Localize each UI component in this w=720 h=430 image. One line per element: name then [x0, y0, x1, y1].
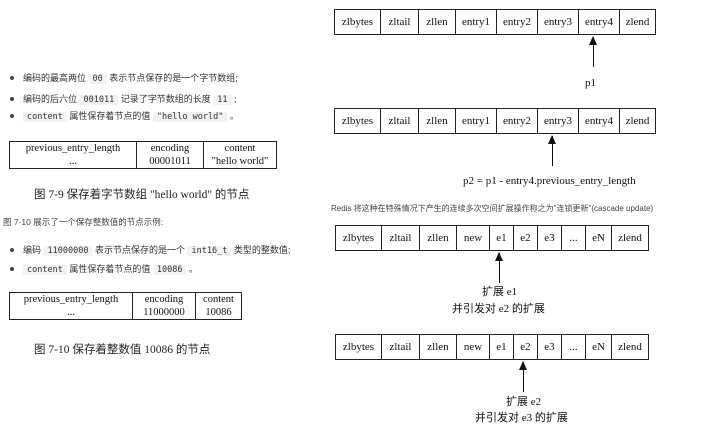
ziplist-cell: ...: [562, 335, 586, 359]
ziplist-cell: eN: [586, 226, 612, 250]
table-cell: 10086: [195, 306, 242, 320]
ziplist-cell: zlend: [618, 232, 642, 244]
pointer-label: 扩展 e2: [506, 396, 542, 408]
bullet-text: 。: [186, 264, 198, 274]
ziplist-cell: zllen: [419, 109, 456, 133]
ziplist-cell: e1: [490, 335, 514, 359]
table-cell: content: [203, 141, 277, 155]
bullet-text: 编码的最高两位: [23, 73, 89, 83]
bullet-dot: [10, 96, 14, 101]
bullet-text: 属性保存着节点的值: [66, 264, 153, 274]
code-span: "hello world": [152, 112, 228, 122]
ziplist-cell: e3: [538, 226, 562, 250]
pointer-label: p1: [585, 77, 596, 89]
ziplist-cell: zlend: [625, 16, 650, 28]
code-span: content: [23, 265, 67, 275]
ziplist-cell: entry4: [579, 10, 620, 34]
ziplist-cell: zllen: [419, 10, 456, 34]
code-span: 11000000: [43, 246, 93, 256]
ziplist-cell: entry2: [497, 10, 538, 34]
table-cell: previous_entry_length: [9, 292, 133, 306]
bullet-text: 记录了字节数组的长度: [118, 94, 214, 104]
pointer-arrow: [548, 135, 556, 166]
pointer-arrow: [589, 36, 597, 67]
table-cell: "hello world": [203, 155, 277, 169]
bullet-text: 表示节点保存的是一个: [92, 245, 188, 255]
pointer-label: 扩展 e1: [482, 286, 518, 298]
ziplist-cell: zlbytes: [335, 109, 381, 133]
code-span: 11: [213, 95, 232, 105]
code-span: 001011: [79, 95, 119, 105]
pointer-label: 并引发对 e2 的扩展: [452, 303, 545, 315]
code-span: int16_t: [187, 246, 232, 256]
ziplist-cell: zllen: [420, 335, 457, 359]
ziplist-cell: ...: [562, 226, 586, 250]
ziplist-cell: entry3: [538, 10, 579, 34]
ziplist-cell: entry2: [497, 109, 538, 133]
code-span: content: [23, 112, 67, 122]
bullet-dot: [10, 113, 14, 118]
table-cell: 00001011: [136, 155, 204, 169]
pointer-arrow: [495, 252, 503, 283]
code-span: 00: [88, 74, 107, 84]
table-cell: encoding: [132, 292, 196, 306]
table-cell: previous_entry_length: [9, 141, 137, 155]
bullet-text: 类型的整数值;: [231, 245, 291, 255]
entry-table-integer: previous_entry_length encoding content .…: [9, 292, 242, 320]
intro-text: 图 7-10 展示了一个保存整数值的节点示例:: [3, 217, 164, 227]
ziplist-cell: zltail: [381, 109, 419, 133]
ziplist-cell: new: [457, 335, 490, 359]
ziplist-cell: zlbytes: [336, 226, 382, 250]
bullet-item: 编码的最高两位 00 表示节点保存的是一个字节数组;: [10, 72, 238, 85]
ziplist-cell: eN: [586, 335, 612, 359]
table-cell: 11000000: [132, 306, 196, 320]
bullet-text: 表示节点保存的是一个字节数组;: [106, 73, 238, 83]
bullet-text: ;: [231, 94, 237, 104]
ziplist-cell: zltail: [381, 10, 419, 34]
bullet-text: 属性保存着节点的值: [66, 111, 153, 121]
bullet-dot: [10, 266, 14, 271]
ziplist-cell: e2: [514, 226, 538, 250]
ziplist-cell: zlbytes: [335, 10, 381, 34]
ziplist-row-4: zlbytes zltail zllen new e1 e2 e3 ... eN…: [335, 334, 649, 360]
table-cell: content: [195, 292, 242, 306]
pointer-arrow: [519, 361, 527, 392]
ziplist-cell: zltail: [382, 226, 420, 250]
bullet-text: 编码的后六位: [23, 94, 80, 104]
ziplist-cell: e2: [514, 335, 538, 359]
figure-caption: 图 7-9 保存着字节数组 "hello world" 的节点: [34, 189, 250, 201]
ziplist-row-1: zlbytes zltail zllen entry1 entry2 entry…: [334, 9, 656, 35]
ziplist-cell: e1: [490, 226, 514, 250]
code-span: 10086: [152, 265, 187, 275]
ziplist-cell: zlend: [625, 115, 650, 127]
ziplist-row-3: zlbytes zltail zllen new e1 e2 e3 ... eN…: [335, 225, 649, 251]
ziplist-cell: entry3: [538, 109, 579, 133]
bullet-text: 。: [227, 111, 239, 121]
cascade-note: Redis 将这种在特殊情况下产生的连续多次空间扩展操作称之为"连锁更新"(ca…: [331, 204, 654, 213]
bullet-dot: [10, 75, 14, 80]
ziplist-cell: entry1: [456, 10, 497, 34]
bullet-item: content 属性保存着节点的值 "hello world" 。: [10, 110, 239, 123]
pointer-label: p2 = p1 - entry4.previous_entry_length: [463, 175, 636, 187]
ziplist-cell: zlend: [618, 341, 642, 353]
table-cell: ...: [9, 155, 137, 169]
ziplist-cell: entry4: [579, 109, 620, 133]
table-cell: encoding: [136, 141, 204, 155]
ziplist-cell: new: [457, 226, 490, 250]
pointer-label: 并引发对 e3 的扩展: [475, 412, 568, 424]
ziplist-cell: e3: [538, 335, 562, 359]
table-cell: ...: [9, 306, 133, 320]
bullet-dot: [10, 247, 14, 252]
ziplist-cell: entry1: [456, 109, 497, 133]
ziplist-cell: zllen: [420, 226, 457, 250]
bullet-text: 编码: [23, 245, 44, 255]
bullet-item: content 属性保存着节点的值 10086 。: [10, 263, 198, 276]
entry-table-hello-world: previous_entry_length encoding content .…: [9, 141, 277, 169]
bullet-item: 编码 11000000 表示节点保存的是一个 int16_t 类型的整数值;: [10, 244, 290, 257]
figure-caption: 图 7-10 保存着整数值 10086 的节点: [34, 344, 211, 356]
bullet-item: 编码的后六位 001011 记录了字节数组的长度 11 ;: [10, 93, 237, 106]
ziplist-row-2: zlbytes zltail zllen entry1 entry2 entry…: [334, 108, 656, 134]
ziplist-cell: zlbytes: [336, 335, 382, 359]
ziplist-cell: zltail: [382, 335, 420, 359]
